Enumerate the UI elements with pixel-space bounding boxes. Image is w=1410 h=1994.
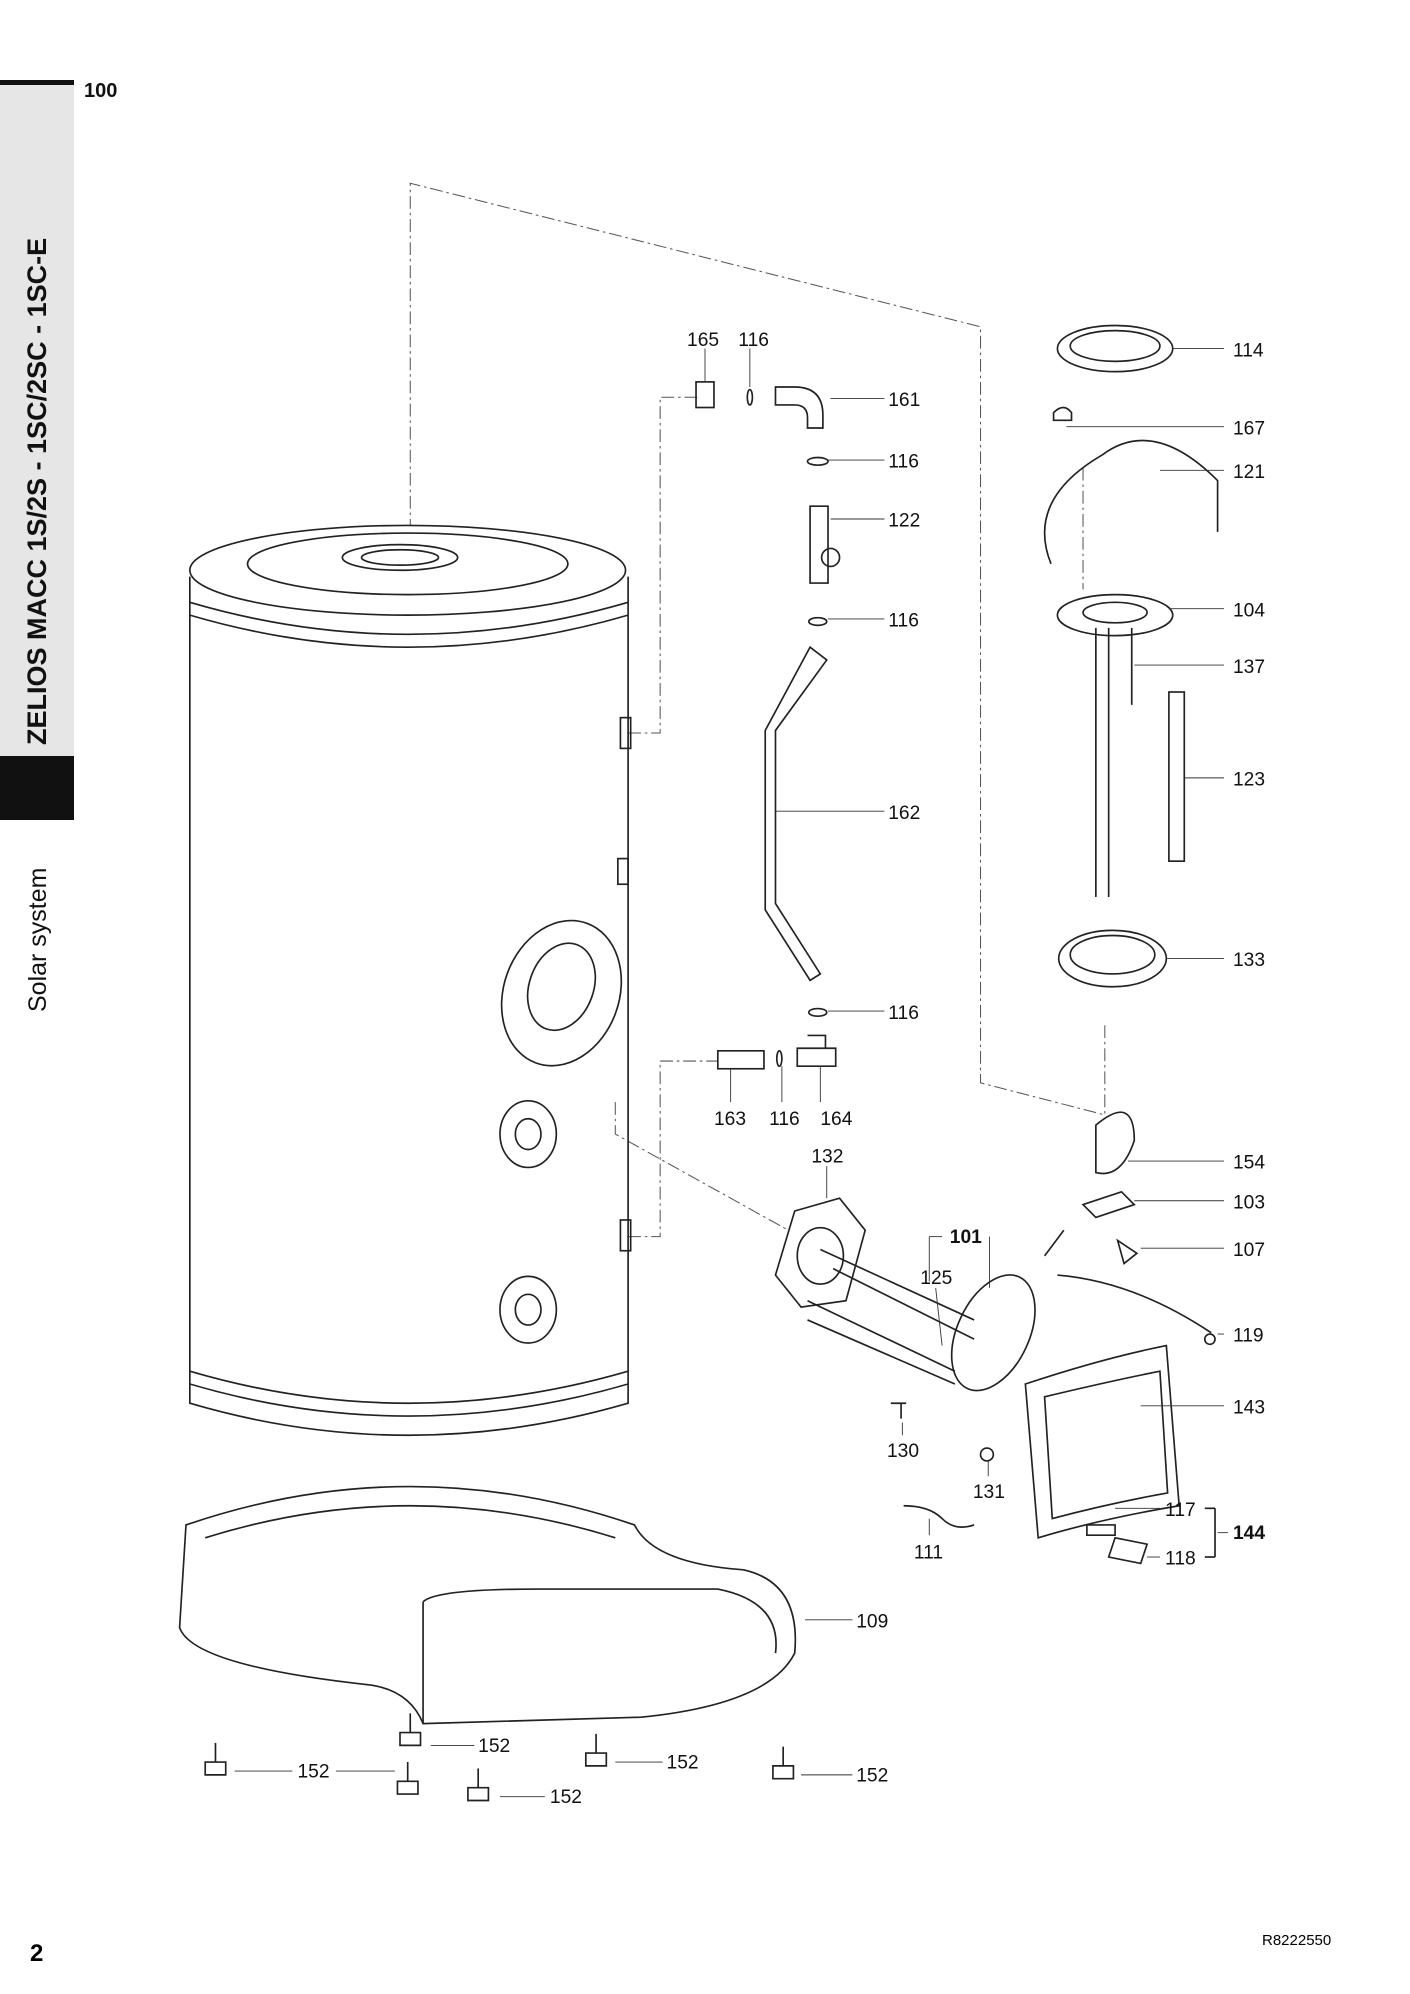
part-label: 125 [920, 1268, 952, 1289]
part-label: 152 [667, 1752, 699, 1773]
side-band [0, 83, 74, 756]
part-label: 117 [1165, 1500, 1196, 1521]
part-label: 104 [1233, 600, 1265, 621]
part-label: 116 [888, 1003, 919, 1024]
part-label: 116 [769, 1109, 800, 1130]
base-plinth [178, 1485, 797, 1725]
part-label: 109 [856, 1611, 888, 1632]
part-label: 152 [550, 1787, 582, 1808]
part-label: 152 [297, 1761, 329, 1782]
top-rule [0, 80, 74, 85]
adjustable-feet [204, 1713, 795, 1802]
part-label: 122 [888, 511, 920, 532]
part-label: 121 [1233, 462, 1265, 483]
page-number: 2 [30, 1940, 44, 1967]
part-label: 152 [478, 1736, 510, 1757]
pipe-assembly [695, 381, 841, 1070]
part-label: 167 [1233, 418, 1265, 439]
part-label: 116 [738, 330, 769, 351]
part-labels: 114 167 121 104 137 123 133 154 103 107 … [297, 330, 1265, 1808]
tank [189, 524, 632, 1437]
part-label-kit: 144 [1233, 1523, 1265, 1544]
part-label: 164 [820, 1109, 852, 1130]
part-label: 130 [887, 1441, 919, 1462]
part-label: 123 [1233, 770, 1265, 791]
part-label: 154 [1233, 1153, 1265, 1174]
assembly-guide-lines [409, 182, 1106, 1238]
part-label: 161 [888, 390, 920, 411]
part-label: 118 [1165, 1549, 1196, 1570]
flange-heater-assembly [774, 1197, 1036, 1528]
part-label: 133 [1233, 950, 1265, 971]
heating-element-assembly [1024, 324, 1219, 1565]
part-label: 107 [1233, 1240, 1265, 1261]
part-label: 137 [1233, 657, 1265, 678]
part-label: 132 [811, 1146, 843, 1167]
part-label: 111 [914, 1542, 943, 1563]
part-label: 152 [856, 1765, 888, 1786]
side-band-marker [0, 756, 74, 820]
reference-code: R8222550 [1262, 1932, 1332, 1949]
part-label: 131 [973, 1482, 1005, 1503]
part-label: 116 [888, 452, 919, 473]
part-label-kit: 101 [950, 1227, 982, 1248]
section-number: 100 [84, 80, 118, 102]
part-label: 162 [888, 803, 920, 824]
part-label: 163 [714, 1109, 746, 1130]
part-label: 165 [687, 330, 719, 351]
part-label: 114 [1233, 340, 1264, 361]
leader-lines [234, 348, 1228, 1798]
part-label: 119 [1233, 1326, 1264, 1347]
part-label: 116 [888, 611, 919, 632]
part-label: 103 [1233, 1192, 1265, 1213]
part-label: 143 [1233, 1397, 1265, 1418]
